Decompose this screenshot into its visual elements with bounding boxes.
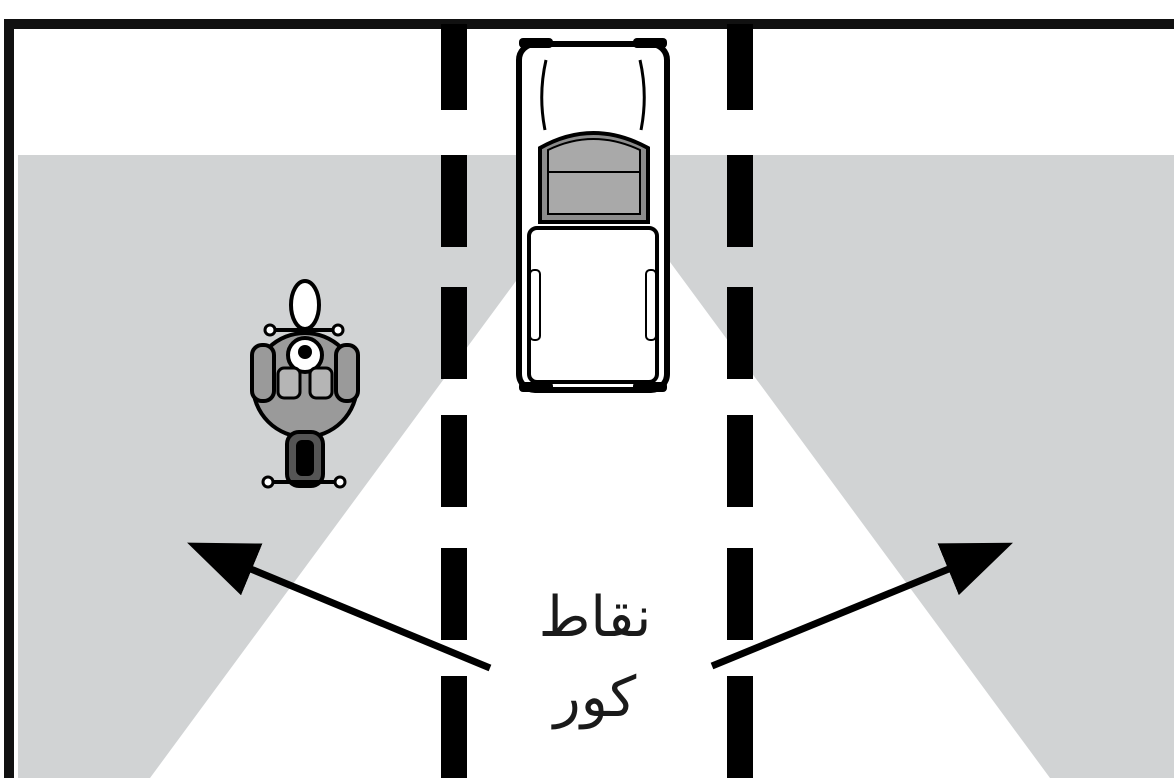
blind-spots-label: نقاط کور [470, 578, 720, 738]
pickup-truck-icon [519, 38, 667, 392]
label-line-1: نقاط [470, 578, 720, 658]
label-line-2: کور [470, 658, 720, 738]
